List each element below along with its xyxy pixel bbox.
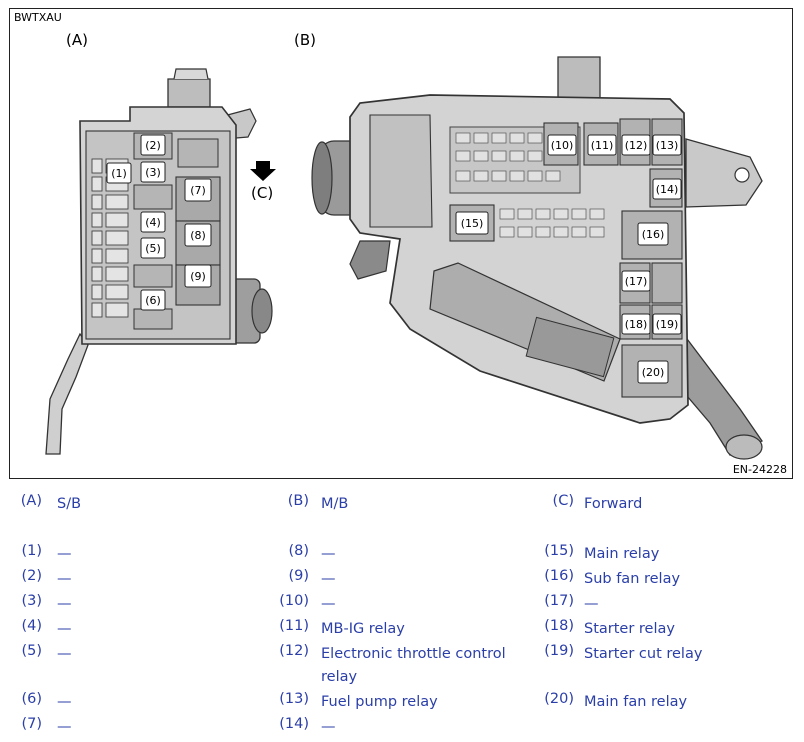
callout-6: (6) [145,294,161,307]
legend-key: (14) [279,716,309,732]
callout-18: (18) [625,318,648,331]
figure-reference: EN-24228 [732,463,787,476]
view-label-a: (A) [66,31,88,49]
legend-value: — [321,719,336,735]
callout-8: (8) [190,229,206,242]
callout-20: (20) [642,366,665,379]
callout-13: (13) [656,139,679,152]
callout-10: (10) [551,139,574,152]
legend-key: (7) [21,716,42,732]
callout-4: (4) [145,216,161,229]
legend-value: Electronic throttle control relay [321,646,506,685]
callout-14: (14) [656,183,679,196]
legend-value: M/B [321,496,349,512]
callout-5: (5) [145,242,161,255]
legend-key: (8) [288,543,309,559]
legend-row: (7) — (14) — [0,716,804,740]
callout-16: (16) [642,228,665,241]
legend-value: MB-IG relay [321,621,405,637]
callout-7: (7) [190,184,206,197]
legend-key: (2) [21,568,42,584]
legend-value: — [57,694,72,710]
legend-key: (B) [287,493,309,509]
legend-key: (18) [544,618,574,634]
legend-row: (1) — (8) — (15) Main relay [0,543,804,567]
legend-row: (6) — (13) Fuel pump relay (20) Main fan… [0,691,804,715]
callout-1: (1) [111,167,127,180]
legend-value: — [57,646,72,662]
view-label-b: (B) [294,31,316,49]
figure-code: BWTXAU [14,11,62,24]
legend-value: — [57,546,72,562]
main-box-drawing: (10) (11) (12) (13) (14) (15) (16) (17) … [311,56,763,460]
legend-key: (15) [544,543,574,559]
legend-value: — [321,571,336,587]
legend-value: Main relay [584,546,660,562]
callout-15: (15) [461,217,484,230]
legend-row: (4) — (11) MB-IG relay (18) Starter rela… [0,618,804,642]
legend-value: — [57,621,72,637]
legend-value: Main fan relay [584,694,688,710]
legend-value: S/B [57,496,82,512]
legend-value: — [321,546,336,562]
legend-key: (19) [544,643,574,659]
legend-key: (3) [21,593,42,609]
callout-11: (11) [591,139,614,152]
legend-key: (10) [279,593,309,609]
legend-value: — [57,596,72,612]
legend-value: Forward [584,496,643,512]
legend-value: Sub fan relay [584,571,681,587]
legend-value: — [57,719,72,735]
legend-value: Starter cut relay [584,646,703,662]
callout-3: (3) [145,166,161,179]
legend-key: (17) [544,593,574,609]
legend-key: (20) [544,691,574,707]
callout-9: (9) [190,270,206,283]
callout-12: (12) [625,139,648,152]
legend-key: (11) [279,618,309,634]
legend-value: — [57,571,72,587]
legend-key: (1) [21,543,42,559]
legend-value: — [321,596,336,612]
legend-key: (4) [21,618,42,634]
legend-key: (A) [20,493,42,509]
fuse-box-illustration: (1) (2) (3) (4) (5) (6) (7) (8) (9) (A) … [45,31,763,460]
callout-2: (2) [145,139,161,152]
view-label-c: (C) [251,184,273,202]
legend-key: (C) [552,493,574,509]
legend-key: (6) [21,691,42,707]
forward-arrow-icon [250,161,276,181]
legend-key: (12) [279,643,309,659]
legend-row: (A) S/B (B) M/B (C) Forward [0,493,804,517]
legend-row: (5) — (12) Electronic throttle control r… [0,643,804,685]
legend-value: Fuel pump relay [321,694,438,710]
fuse-box-figure: BWTXAU EN-24228 [9,8,793,479]
legend-value: — [584,596,599,612]
sub-box-drawing: (1) (2) (3) (4) (5) (6) (7) (8) (9) [45,68,273,455]
legend-key: (16) [544,568,574,584]
callout-17: (17) [625,275,648,288]
legend-key: (13) [279,691,309,707]
legend-value: Starter relay [584,621,675,637]
legend-key: (9) [288,568,309,584]
callout-19: (19) [656,318,679,331]
legend-table: (A) S/B (B) M/B (C) Forward (1) — (8) — … [0,490,804,742]
legend-row: (3) — (10) — (17) — [0,593,804,617]
legend-row: (2) — (9) — (16) Sub fan relay [0,568,804,592]
legend-key: (5) [21,643,42,659]
